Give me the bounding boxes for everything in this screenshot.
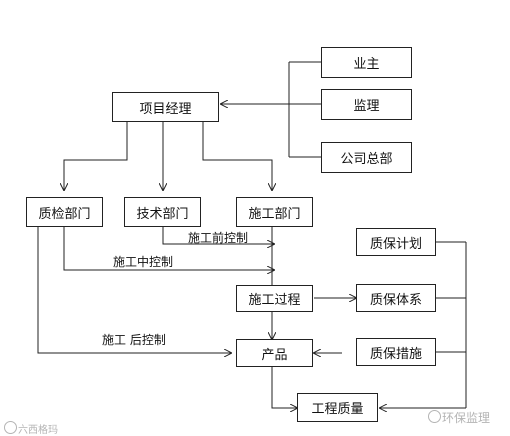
- watermark-left-icon: [4, 421, 17, 434]
- arrow-to-qc-dept: [64, 122, 128, 190]
- box-construction-dept: 施工部门: [236, 197, 313, 227]
- watermark-left: 六西格玛: [18, 425, 58, 436]
- box-qa-system: 质保体系: [356, 284, 436, 312]
- label-post-construction-control: 施工 后控制: [102, 333, 166, 347]
- box-qa-measures: 质保措施: [356, 338, 436, 366]
- box-owner: 业主: [321, 47, 412, 78]
- label-pre-construction-control: 施工前控制: [188, 231, 249, 245]
- box-tech-dept: 技术部门: [124, 197, 201, 227]
- label-in-construction-control: 施工中控制: [113, 255, 174, 269]
- box-project-quality: 工程质量: [297, 393, 378, 422]
- watermark-right: 环保监理: [442, 411, 491, 425]
- in-construction-control-arrow: [63, 227, 274, 270]
- box-qc-dept: 质检部门: [26, 197, 103, 227]
- pre-construction-control-arrow: [162, 227, 274, 244]
- arrow-to-construction-dept: [202, 122, 272, 190]
- box-supervisor: 监理: [321, 89, 412, 120]
- box-project-manager: 项目经理: [112, 92, 219, 122]
- wechat-watermark-icon: [428, 410, 441, 423]
- box-construction-process: 施工过程: [236, 285, 313, 312]
- box-company-hq: 公司总部: [321, 142, 412, 173]
- post-construction-control-arrow: [37, 227, 231, 353]
- box-product: 产品: [236, 339, 313, 367]
- box-qa-plan: 质保计划: [356, 228, 436, 256]
- product-to-quality-arrow: [271, 367, 297, 408]
